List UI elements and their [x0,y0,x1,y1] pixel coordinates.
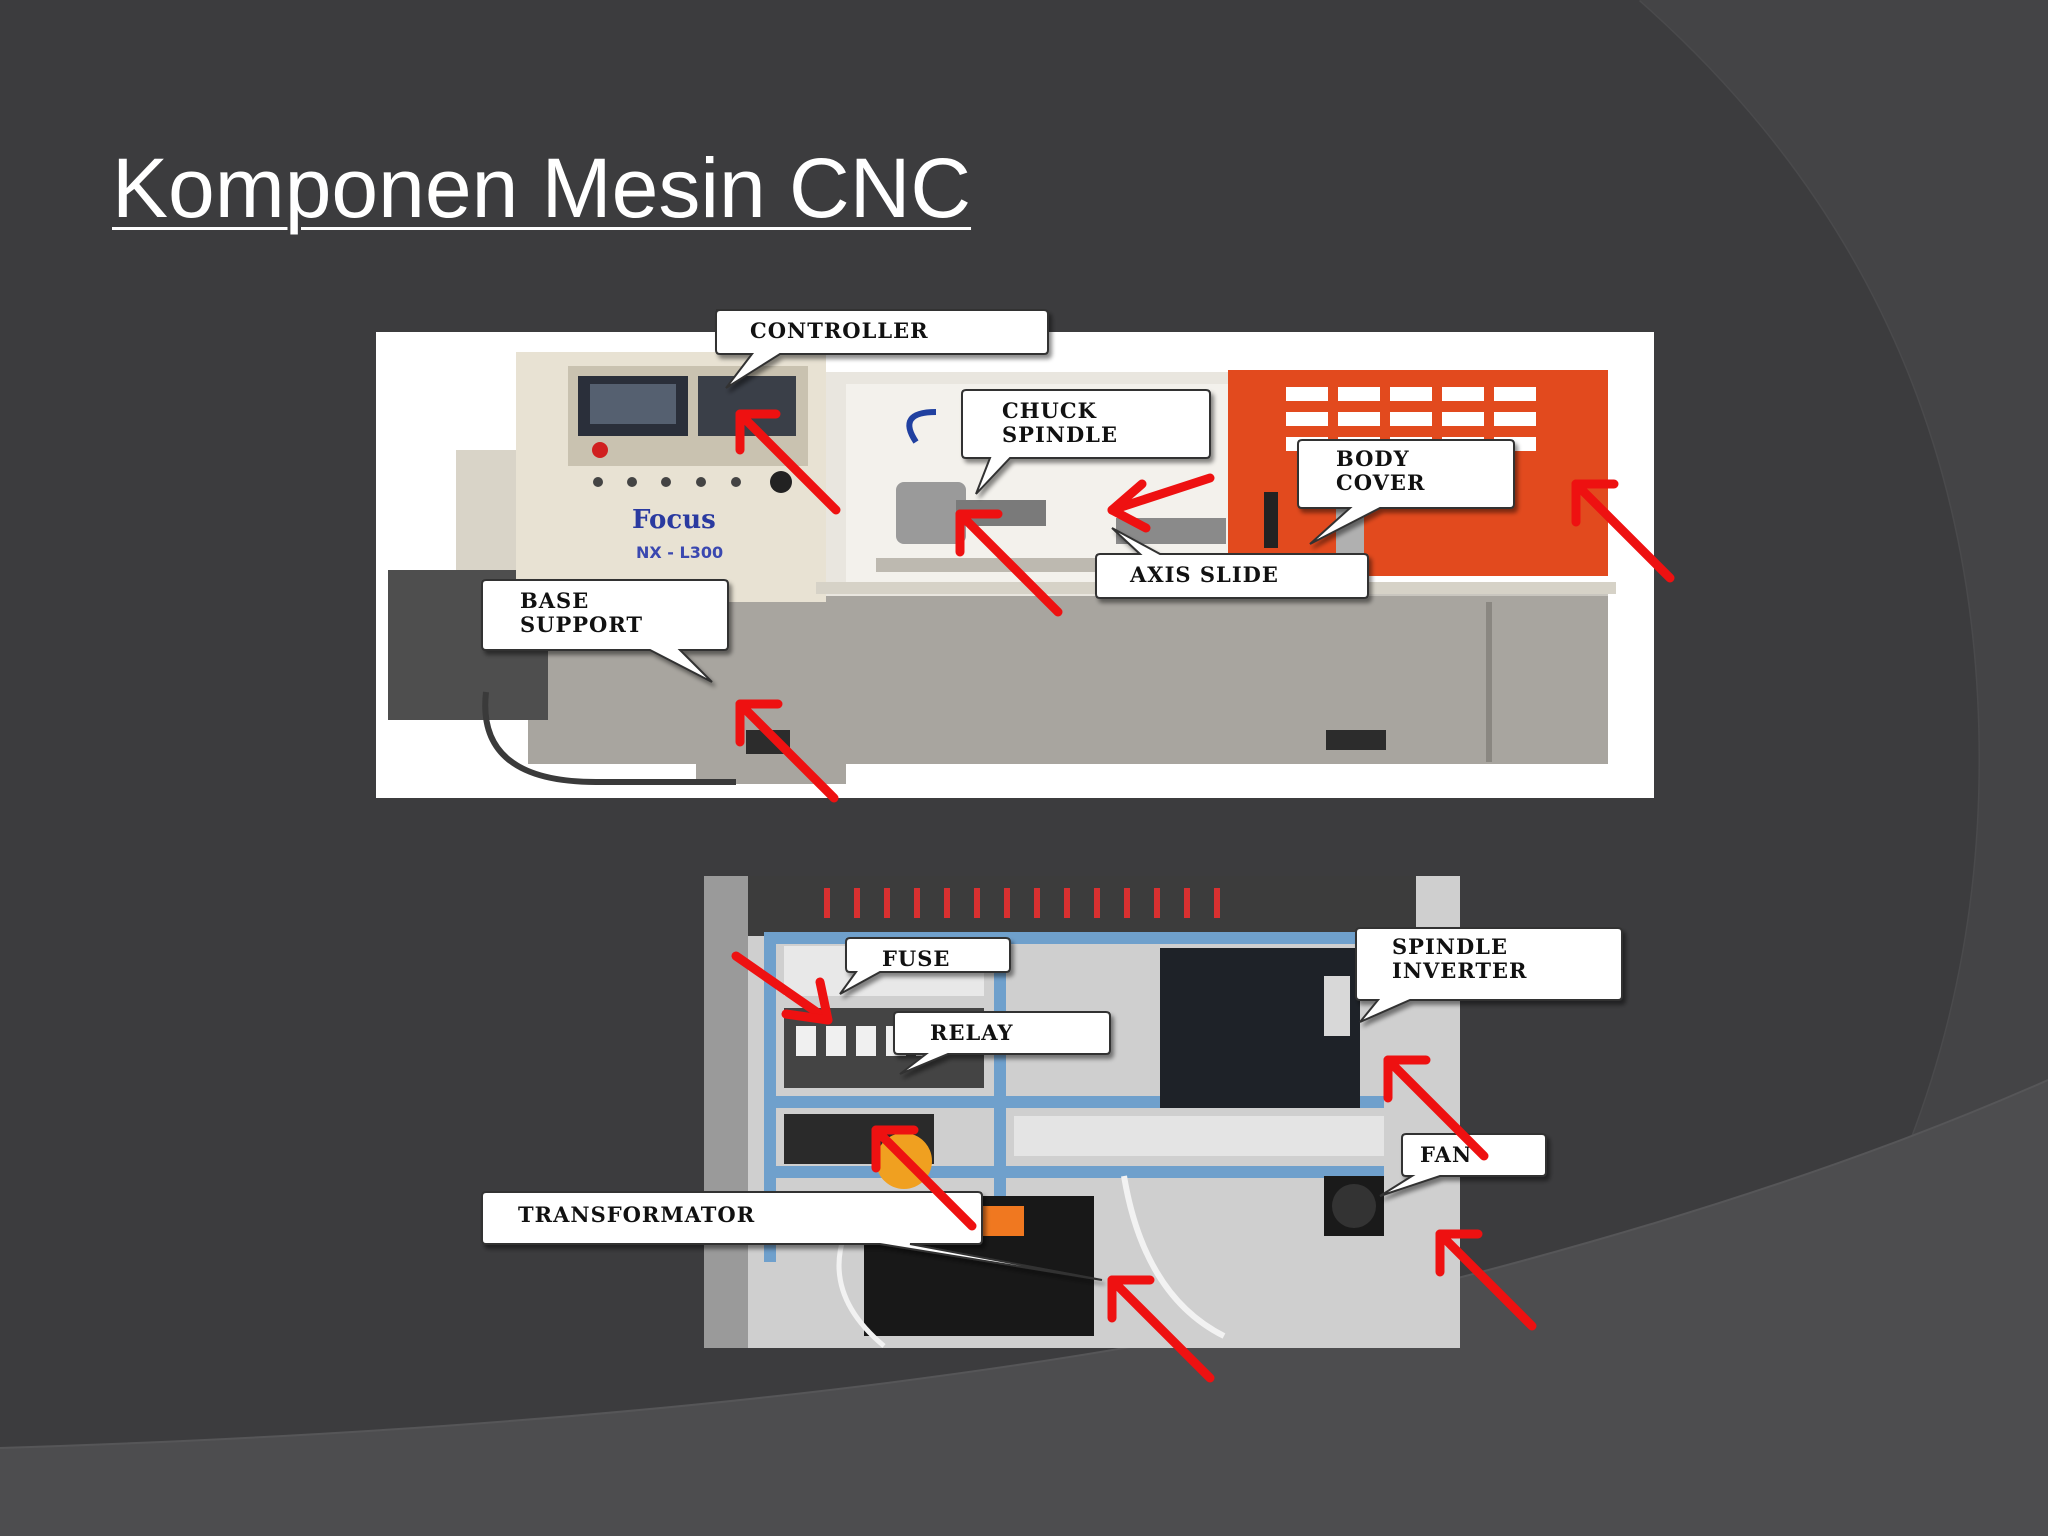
cnc-lathe-image: Focus NX - L300 [376,332,1654,798]
cover-grid [1286,387,1536,451]
lathe-base [528,582,1608,764]
model-label: NX - L300 [636,543,723,562]
slide-title: Komponen Mesin CNC [112,141,972,235]
chuck [896,482,966,544]
terminal-strip [748,876,1416,936]
axis-slide [1116,518,1226,544]
cabinet-frame [764,932,1384,944]
fuse-block [784,946,984,996]
brand-logo: Focus [632,505,716,535]
electrical-cabinet-image [704,876,1460,1348]
